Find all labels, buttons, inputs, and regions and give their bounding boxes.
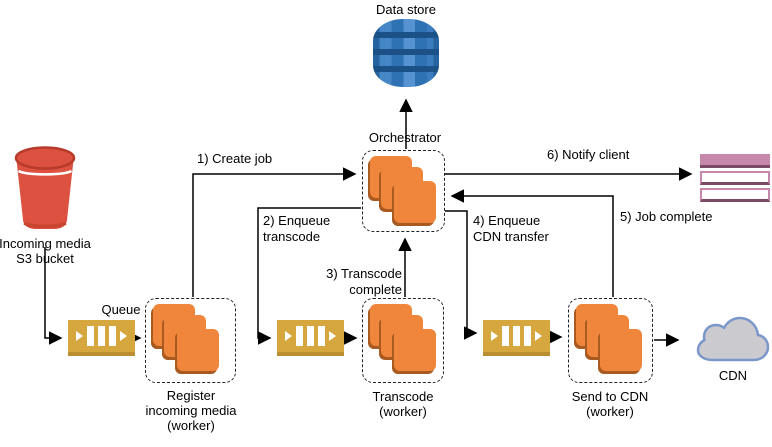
transcode-worker-label-line2: (worker) — [379, 404, 427, 419]
edge-label-create-job: 1) Create job — [197, 151, 273, 166]
edge-label-notify-client: 6) Notify client — [547, 147, 630, 162]
register-worker-label-line1: Register — [166, 388, 216, 403]
queue1-icon — [68, 320, 135, 356]
orchestrator-label: Orchestrator — [368, 130, 442, 145]
queue-arrow-icon — [285, 331, 292, 341]
instance-icon — [394, 181, 436, 223]
transcode-worker-label: Transcode (worker) — [343, 389, 463, 419]
queue-bar — [524, 326, 531, 346]
arrow-enqueue-cdn-transfer — [445, 210, 478, 340]
register-worker-label-line3: (worker) — [167, 418, 215, 433]
orchestrator-group — [362, 150, 445, 232]
queue-bar — [513, 326, 520, 346]
cdn-label: CDN — [718, 368, 748, 383]
queue-arrow-icon — [491, 331, 498, 341]
edge-label-job-complete: 5) Job complete — [620, 209, 713, 224]
s3-bucket-label-line1: Incoming media — [0, 236, 91, 251]
edge-label-transcode-complete-line2: complete — [349, 282, 402, 297]
queue-bar — [87, 326, 94, 346]
queue-arrow-icon — [120, 331, 127, 341]
instance-icon — [600, 329, 642, 371]
queue-label: Queue — [101, 302, 141, 317]
edge-label-enqueue-transcode-line1: 2) Enqueue — [263, 213, 331, 228]
s3-bucket-icon — [14, 146, 76, 229]
data-store-icon — [373, 19, 439, 87]
queue-bar — [98, 326, 105, 346]
edge-label-enqueue-cdn-transfer-line2: CDN transfer — [473, 229, 549, 244]
transcode-worker-group — [362, 298, 444, 383]
queue-bar — [318, 326, 325, 346]
queue3-icon — [483, 320, 550, 356]
send-cdn-worker-group — [568, 298, 653, 383]
edge-label-enqueue-cdn-transfer: 4) Enqueue CDN transfer — [473, 213, 573, 245]
register-worker-label: Register incoming media (worker) — [130, 388, 252, 433]
register-worker-label-line2: incoming media — [145, 403, 237, 418]
queue-arrow-icon — [76, 331, 83, 341]
arrow-job-complete — [450, 189, 614, 297]
instance-icon — [177, 329, 219, 371]
edge-label-transcode-complete-line1: 3) Transcode — [326, 266, 402, 281]
client-icon — [700, 154, 770, 205]
queue-bar — [307, 326, 314, 346]
s3-bucket-label: Incoming media S3 bucket — [0, 236, 93, 266]
send-cdn-worker-label-line1: Send to CDN — [571, 389, 649, 404]
queue2-icon — [277, 320, 344, 356]
send-cdn-worker-label: Send to CDN (worker) — [550, 389, 670, 419]
client-bar — [700, 171, 770, 185]
edge-label-enqueue-transcode-line2: transcode — [263, 229, 321, 244]
queue-arrow-icon — [329, 331, 336, 341]
edge-label-enqueue-cdn-transfer-line1: 4) Enqueue — [473, 213, 541, 228]
client-bar — [700, 154, 770, 168]
client-bar — [700, 188, 770, 202]
edge-label-transcode-complete: 3) Transcode complete — [302, 266, 402, 298]
queue-arrow-icon — [535, 331, 542, 341]
send-cdn-worker-label-line2: (worker) — [586, 404, 634, 419]
cdn-cloud-icon — [696, 316, 770, 362]
transcode-worker-label-line1: Transcode — [372, 389, 434, 404]
instance-icon — [394, 329, 436, 371]
data-store-label: Data store — [376, 2, 436, 17]
register-worker-group — [145, 298, 236, 383]
queue-bar — [502, 326, 509, 346]
queue-bar — [296, 326, 303, 346]
queue-bar — [109, 326, 116, 346]
s3-bucket-label-line2: S3 bucket — [16, 251, 74, 266]
edge-label-enqueue-transcode: 2) Enqueue transcode — [263, 213, 353, 245]
